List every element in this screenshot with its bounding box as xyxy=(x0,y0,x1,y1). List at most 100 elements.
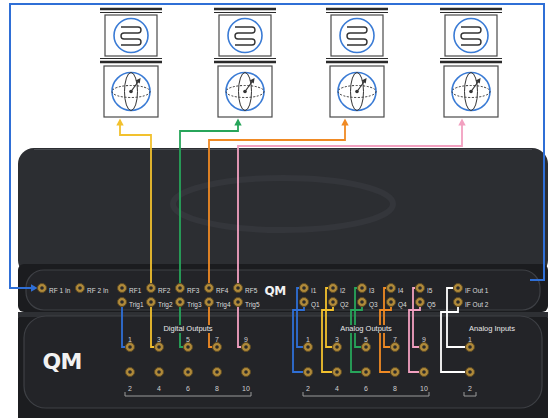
port xyxy=(126,368,135,377)
port-label: Trig1 xyxy=(129,301,144,308)
chassis-body xyxy=(18,312,548,418)
port-label: Q2 xyxy=(340,301,349,308)
label-anchor: 1 xyxy=(128,328,132,346)
label-anchor: 10 xyxy=(420,377,428,395)
port xyxy=(416,284,425,293)
port xyxy=(176,298,185,307)
label-anchor: Trig1 xyxy=(129,293,144,311)
label-anchor: 2 xyxy=(306,377,310,395)
port xyxy=(184,368,193,377)
port xyxy=(420,343,429,352)
label-anchor: Trig4 xyxy=(216,293,231,311)
port-number: 2 xyxy=(468,385,472,393)
i-wire xyxy=(297,288,304,347)
label-anchor: 2 xyxy=(128,377,132,395)
group-bracket xyxy=(125,392,251,396)
label-anchor: Q4 xyxy=(398,293,407,311)
port-label: Q5 xyxy=(427,301,436,308)
q-wire xyxy=(293,307,304,373)
port-label: Trig3 xyxy=(187,301,202,308)
chassis-watermark xyxy=(173,178,393,230)
chassis-front xyxy=(18,264,548,312)
port-label: I3 xyxy=(369,287,374,294)
port-number: 5 xyxy=(364,336,368,344)
label-anchor: IF Out 2 xyxy=(465,293,488,311)
trigger-wire xyxy=(180,307,184,348)
port xyxy=(304,368,313,377)
drive-wire xyxy=(120,125,151,284)
port xyxy=(358,284,367,293)
label-anchor: I1 xyxy=(311,279,316,297)
wire-arrowhead xyxy=(234,119,241,126)
group-heading: Digital Outputs xyxy=(161,325,214,333)
trigger-wire xyxy=(122,307,126,348)
wire-arrowhead xyxy=(341,119,348,126)
port-label: RF 1 In xyxy=(49,287,70,294)
chassis-front xyxy=(18,312,548,418)
feedline-wire xyxy=(10,4,544,288)
label-anchor: RF5 xyxy=(245,279,257,297)
port-number: 3 xyxy=(157,336,161,344)
port xyxy=(387,284,396,293)
label-anchor: 3 xyxy=(335,328,339,346)
trigger-wire xyxy=(151,307,155,348)
label-anchor: 9 xyxy=(422,328,426,346)
qubit-unit xyxy=(100,9,162,117)
port-number: 3 xyxy=(335,336,339,344)
port-number: 8 xyxy=(215,385,219,393)
label-anchor: 2 xyxy=(468,377,472,395)
port-number: 6 xyxy=(364,385,368,393)
label-anchor: Trig2 xyxy=(158,293,173,311)
label-anchor: 6 xyxy=(364,377,368,395)
device-chassis: QM xyxy=(18,312,548,418)
port-label: Q4 xyxy=(398,301,407,308)
label-anchor: Trig3 xyxy=(187,293,202,311)
logo-text: QM xyxy=(264,285,285,298)
if-wire xyxy=(447,288,466,347)
label-anchor: IF Out 1 xyxy=(465,279,488,297)
wire-arrowhead xyxy=(31,284,38,291)
label-anchor: RF1 xyxy=(129,279,141,297)
port-number: 10 xyxy=(420,385,428,393)
group-bracket xyxy=(464,392,476,396)
chassis-edge xyxy=(34,149,532,150)
port-number: 9 xyxy=(244,336,248,344)
port xyxy=(213,343,222,352)
port-number: 9 xyxy=(422,336,426,344)
drive-wire xyxy=(209,125,345,284)
port-number: 2 xyxy=(128,385,132,393)
port xyxy=(176,284,185,293)
qubit-unit xyxy=(440,9,502,117)
port xyxy=(300,284,309,293)
i-wire xyxy=(355,288,362,347)
port-label: Q3 xyxy=(369,301,378,308)
port-label: I5 xyxy=(427,287,432,294)
group-bracket xyxy=(303,392,429,396)
port-label: RF3 xyxy=(187,287,199,294)
port xyxy=(184,343,193,352)
port-label: Trig5 xyxy=(245,301,260,308)
group-heading: Analog Inputs xyxy=(467,325,517,333)
logo-anchor: QM xyxy=(43,350,82,374)
label-anchor: RF2 xyxy=(158,279,170,297)
trigger-wire xyxy=(209,307,213,348)
port xyxy=(118,298,127,307)
port xyxy=(362,343,371,352)
logo-text: QM xyxy=(43,350,82,374)
label-anchor: 7 xyxy=(215,328,219,346)
label-anchor: 5 xyxy=(186,328,190,346)
label-anchor: 3 xyxy=(157,328,161,346)
port xyxy=(362,368,371,377)
port-label: RF4 xyxy=(216,287,228,294)
port-number: 7 xyxy=(393,336,397,344)
group-heading: Analog Outputs xyxy=(338,325,394,333)
port xyxy=(155,368,164,377)
label-anchor: 6 xyxy=(186,377,190,395)
port xyxy=(300,298,309,307)
label-anchor: 8 xyxy=(215,377,219,395)
label-anchor: 5 xyxy=(364,328,368,346)
port-number: 2 xyxy=(306,385,310,393)
port xyxy=(416,298,425,307)
